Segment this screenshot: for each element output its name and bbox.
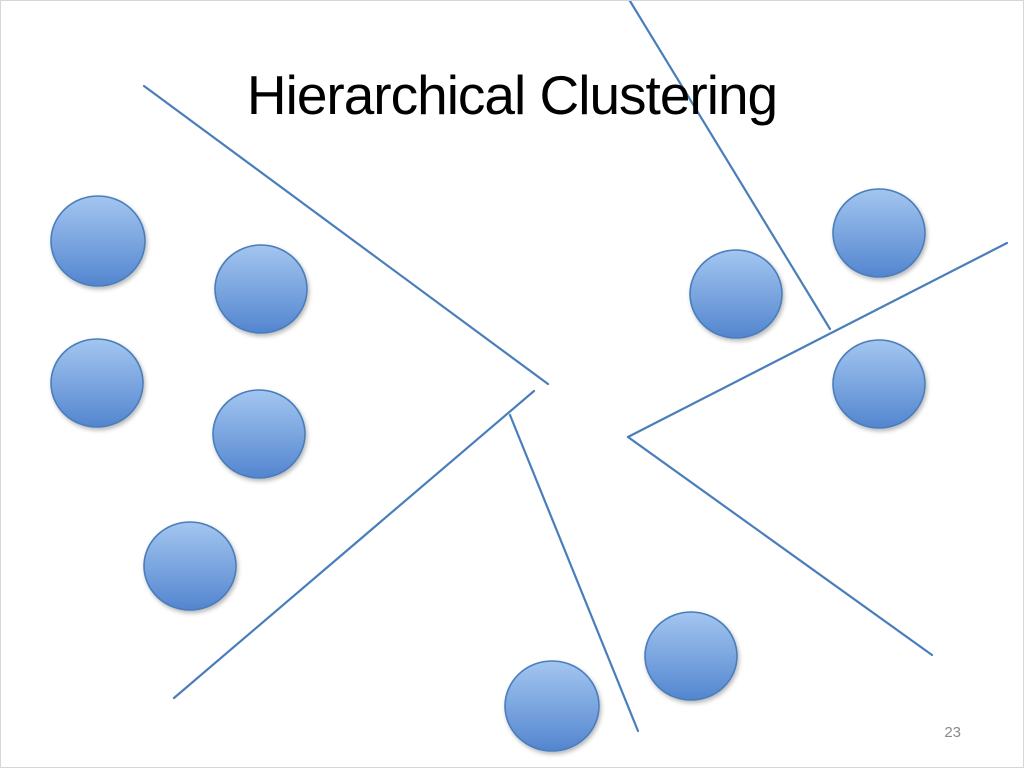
cluster-split-line — [626, 435, 934, 657]
slide-number: 23 — [944, 724, 961, 741]
data-point-circle — [212, 389, 306, 479]
data-point-circle — [143, 521, 237, 611]
data-points-layer — [50, 188, 926, 752]
data-point-circle — [689, 249, 783, 339]
data-point-circle — [832, 188, 926, 278]
cluster-split-line — [628, 1, 832, 331]
cluster-split-line — [172, 389, 536, 700]
data-point-circle — [214, 244, 308, 334]
cluster-split-lines-layer — [142, 1, 1009, 733]
data-point-circle — [504, 660, 600, 752]
cluster-split-line — [508, 413, 640, 733]
cluster-split-line — [142, 84, 550, 386]
data-point-circle — [644, 611, 738, 701]
cluster-split-line — [626, 241, 1009, 439]
data-point-circle — [50, 338, 144, 428]
data-point-circle — [832, 339, 926, 429]
data-point-circle — [50, 195, 146, 287]
